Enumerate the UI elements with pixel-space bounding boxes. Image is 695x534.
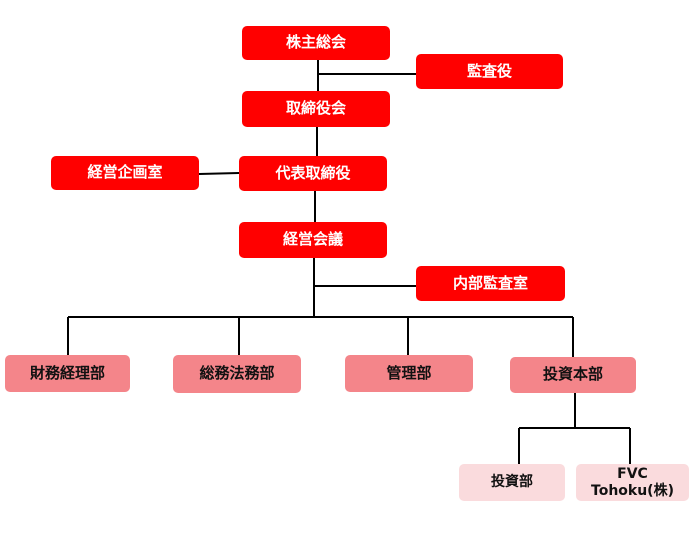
board-of-directors-label: 取締役会 [285, 99, 346, 118]
fvc-tohoku-label-line2: Tohoku(株) [591, 482, 674, 499]
investment-division-box: 投資本部 [510, 357, 636, 393]
administration-dept-label: 管理部 [386, 363, 432, 382]
finance-accounting-dept-label: 財務経理部 [29, 363, 105, 382]
shareholders-meeting-label: 株主総会 [285, 33, 346, 52]
general-affairs-legal-dept-label: 総務法務部 [199, 364, 275, 383]
management-planning-office-box: 経営企画室 [51, 156, 199, 190]
internal-audit-office-label: 内部監査室 [452, 273, 528, 292]
fvc-tohoku-label-line1: FVC [617, 466, 648, 483]
shareholders-meeting-box: 株主総会 [242, 26, 390, 60]
board-of-directors-box: 取締役会 [242, 91, 390, 127]
auditor-label: 監査役 [466, 61, 512, 80]
investment-division-label: 投資本部 [542, 365, 603, 384]
fvc-tohoku-box: FVC Tohoku(株) [576, 464, 689, 501]
connector-line [198, 172, 240, 175]
investment-dept-box: 投資部 [459, 464, 565, 501]
representative-director-box: 代表取締役 [239, 156, 387, 191]
management-council-box: 経営会議 [239, 222, 387, 258]
management-planning-office-label: 経営企画室 [87, 163, 163, 182]
administration-dept-box: 管理部 [345, 355, 473, 392]
management-council-label: 経営会議 [282, 230, 343, 249]
internal-audit-office-box: 内部監査室 [416, 266, 565, 301]
finance-accounting-dept-box: 財務経理部 [5, 355, 130, 392]
representative-director-label: 代表取締役 [275, 163, 351, 182]
general-affairs-legal-dept-box: 総務法務部 [173, 355, 301, 393]
investment-dept-label: 投資部 [491, 474, 533, 491]
auditor-box: 監査役 [416, 54, 563, 89]
